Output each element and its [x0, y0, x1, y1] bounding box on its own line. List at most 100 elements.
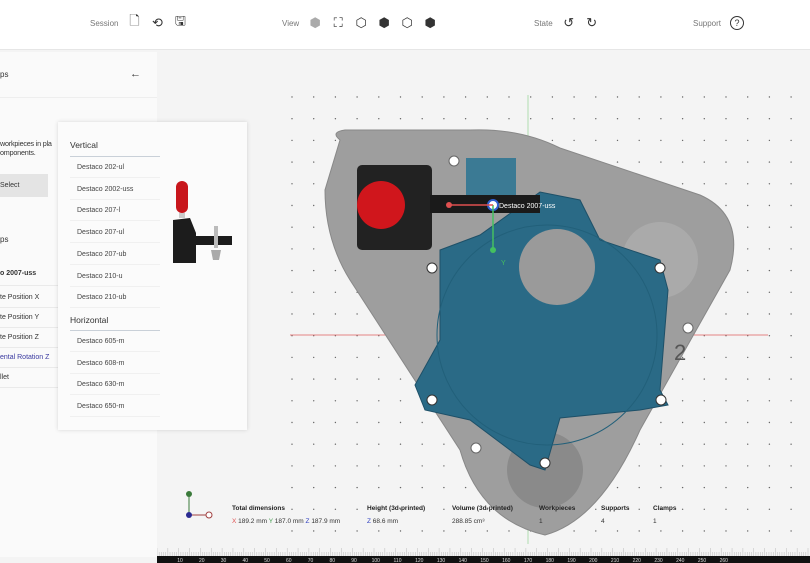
- new-file-icon[interactable]: 🗋: [129, 13, 140, 28]
- ruler-label: 90: [351, 558, 357, 563]
- grid-dot: [747, 400, 749, 402]
- grid-dot: [291, 486, 293, 489]
- redo-icon[interactable]: ↻: [586, 15, 598, 30]
- clamp-preview-image: [173, 181, 232, 263]
- help-icon[interactable]: ?: [730, 16, 745, 30]
- grid-dot: [681, 465, 684, 467]
- clamp-option[interactable]: Destaco 605-m: [70, 331, 160, 352]
- grid-dot: [747, 96, 749, 98]
- clamp-option[interactable]: Destaco 202-ul: [70, 157, 160, 178]
- grid-dot: [703, 508, 705, 510]
- grid-dot: [681, 508, 684, 510]
- grid-dot: [660, 465, 662, 467]
- grid-dot: [595, 118, 597, 120]
- grid-dot: [681, 421, 684, 424]
- grid-dot: [443, 465, 445, 467]
- grid-dot: [356, 118, 358, 120]
- ruler-label: 230: [654, 558, 663, 563]
- select-button[interactable]: Select: [0, 174, 48, 197]
- grid-dot: [747, 226, 749, 228]
- clamp-option[interactable]: Destaco 210-u: [70, 266, 160, 287]
- grid-dot: [291, 530, 293, 532]
- grid-dot: [660, 161, 662, 163]
- grid-dot: [313, 356, 315, 359]
- clamp-option[interactable]: Destaco 2002-uss: [70, 179, 160, 200]
- clamp-option[interactable]: Destaco 207-ul: [70, 222, 160, 244]
- grid-dot: [573, 96, 575, 98]
- grid-dot: [399, 443, 402, 445]
- top-toolbar: Session 🗋 ⟲ 🖫 View ⬢ ⛶ ⬡ ⬢ ⬡ ⬢ State ↺ ↻…: [0, 0, 810, 50]
- grid-dot: [291, 248, 293, 250]
- clamp-option[interactable]: Destaco 630-m: [70, 374, 160, 396]
- history-icon[interactable]: ⟲: [152, 15, 163, 30]
- 3d-viewport[interactable]: 2 Destaco 2007-uss Y: [157, 52, 810, 544]
- grid-dot: [638, 96, 640, 98]
- grid-dot: [356, 530, 358, 532]
- grid-dot: [790, 183, 792, 185]
- grid-dot: [530, 118, 532, 120]
- support-group: Support ?: [693, 16, 745, 30]
- grid-dot: [378, 421, 380, 424]
- panel-title: ps: [0, 70, 9, 79]
- grid-dot: [313, 183, 315, 185]
- grid-dot: [291, 400, 293, 402]
- grid-dot: [790, 465, 792, 467]
- grid-dot: [681, 443, 684, 445]
- back-arrow-icon[interactable]: ←: [130, 68, 141, 80]
- grid-dot: [681, 530, 684, 532]
- grid-dot: [768, 421, 771, 424]
- fit-view-icon[interactable]: ⛶: [333, 15, 343, 30]
- grid-dot: [551, 96, 554, 98]
- grid-dot: [790, 248, 792, 250]
- stat-label: Supports: [601, 505, 630, 512]
- grid-dot: [790, 269, 792, 272]
- iso-view-icon[interactable]: ⬡: [355, 15, 367, 30]
- grid-dot: [356, 400, 358, 402]
- clamp-option[interactable]: Destaco 608-m: [70, 353, 160, 374]
- grid-dot: [681, 96, 684, 98]
- top-view-icon[interactable]: ⬢: [424, 15, 436, 30]
- grid-dot: [356, 465, 358, 467]
- grid-dot: [747, 443, 749, 445]
- grid-dot: [291, 378, 293, 380]
- x-label: X: [232, 518, 237, 525]
- shaded-cube-icon[interactable]: ⬢: [309, 15, 321, 30]
- session-group: Session 🗋 ⟲ 🖫: [90, 13, 187, 30]
- clamp-option[interactable]: Destaco 650-m: [70, 396, 160, 418]
- clamp-option[interactable]: Destaco 207-ub: [70, 244, 160, 265]
- grid-dot: [595, 530, 597, 532]
- save-icon[interactable]: 🖫: [174, 13, 186, 28]
- grid-dot: [638, 161, 640, 163]
- grid-dot: [378, 443, 380, 445]
- z-label: Z: [367, 518, 371, 525]
- grid-dot: [464, 118, 467, 120]
- grid-dot: [313, 465, 315, 467]
- grid-dot: [334, 443, 337, 445]
- undo-icon[interactable]: ↺: [563, 15, 575, 30]
- grid-dot: [725, 356, 727, 359]
- grid-dot: [443, 96, 445, 98]
- grid-dot: [747, 465, 749, 467]
- grid-dot: [660, 443, 662, 445]
- clamp-label: Destaco 2007-uss: [499, 203, 556, 210]
- grid-dot: [725, 161, 727, 163]
- grid-dot: [356, 313, 358, 315]
- grid-dot: [508, 530, 510, 532]
- grid-dot: [464, 508, 467, 510]
- grid-dot: [291, 183, 293, 185]
- clamp-option[interactable]: Destaco 207-l: [70, 200, 160, 222]
- clamp-option[interactable]: Destaco 210-ub: [70, 287, 160, 309]
- side-view-icon[interactable]: ⬡: [401, 15, 413, 30]
- grid-dot: [660, 96, 662, 98]
- ruler-label: 80: [329, 558, 335, 563]
- grid-dot: [660, 530, 662, 532]
- row-label: ental Rotation Z: [0, 354, 50, 361]
- grid-dot: [399, 530, 402, 532]
- grid-dot: [768, 335, 771, 337]
- front-view-icon[interactable]: ⬢: [378, 15, 390, 30]
- grid-dot: [768, 378, 771, 380]
- grid-dot: [638, 530, 640, 532]
- grid-dot: [334, 291, 337, 293]
- grid-dot: [790, 313, 792, 315]
